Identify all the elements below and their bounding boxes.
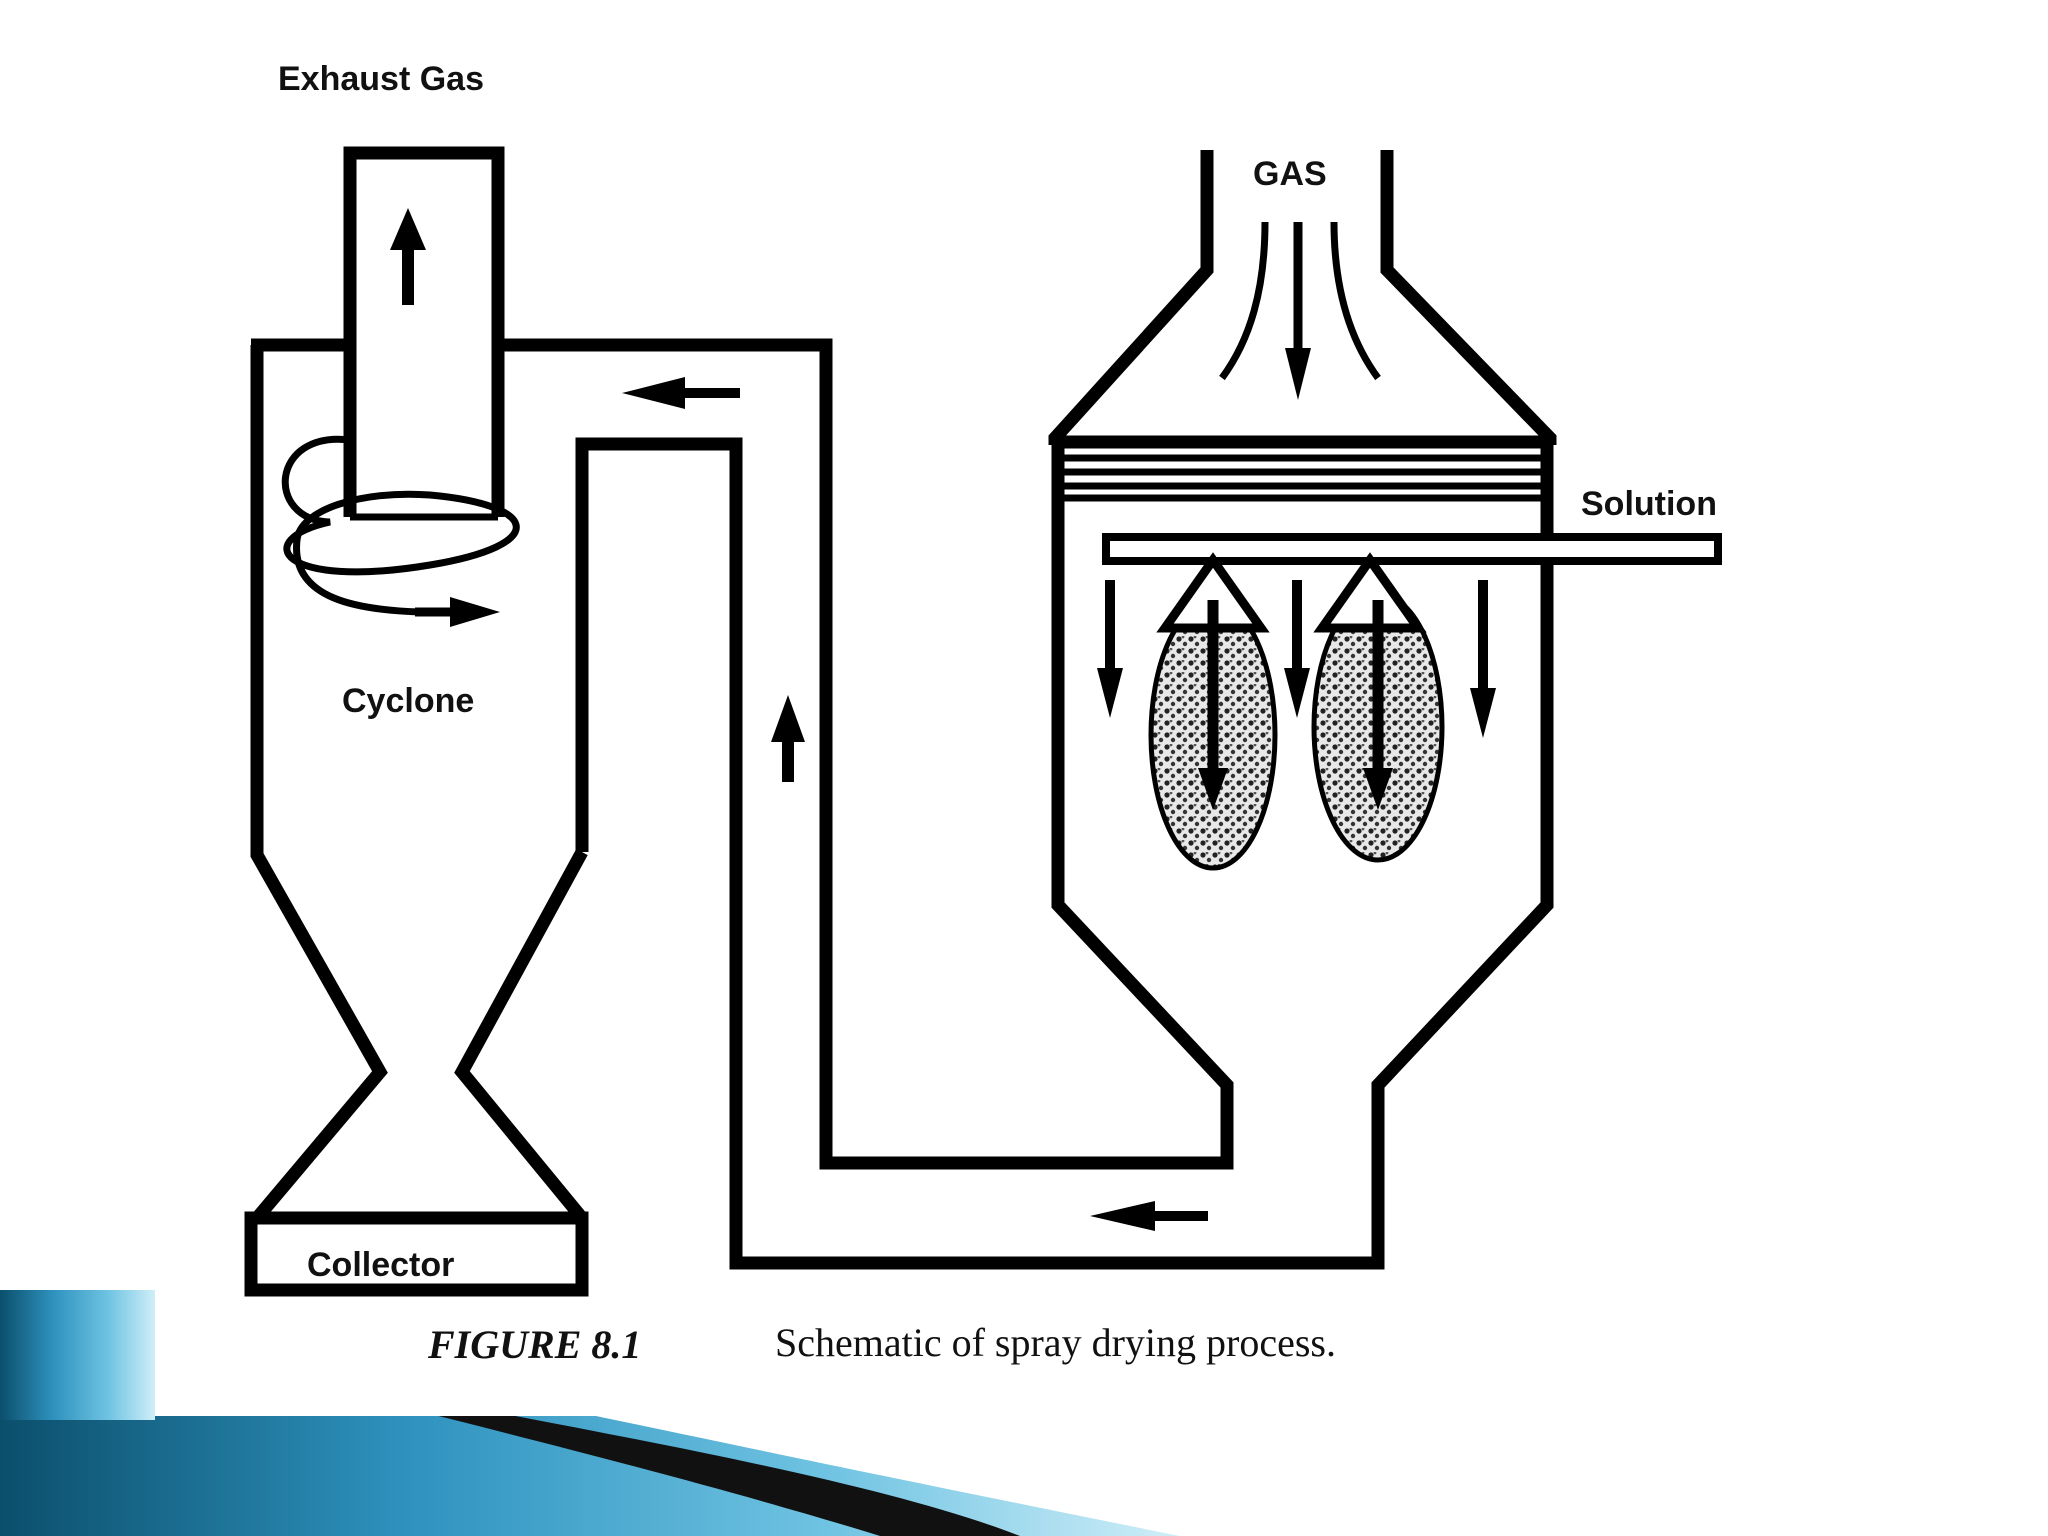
arrow-icon [1285, 222, 1311, 400]
figure-number: FIGURE 8.1 [427, 1322, 641, 1367]
figure-caption: Schematic of spray drying process. [775, 1320, 1336, 1365]
gas-flow-line-left [1219, 221, 1269, 381]
spray-dryer-vessel [1048, 150, 1722, 565]
arrow-icon [1470, 580, 1496, 738]
solution-pipe [1102, 533, 1722, 565]
arrow-icon [771, 695, 805, 782]
gas-flow-line-right [1330, 221, 1381, 381]
collector-label: Collector [307, 1246, 454, 1284]
exhaust-gas-label: Exhaust Gas [278, 60, 484, 98]
figure-panel [155, 0, 2048, 1416]
arrow-icon [622, 377, 740, 409]
solution-label: Solution [1581, 485, 1717, 523]
arrow-icon [415, 597, 500, 627]
arrow-icon [1097, 580, 1123, 718]
arrow-icon [1284, 580, 1310, 718]
spray-cone-icon [1156, 552, 1270, 810]
cyclone-label: Cyclone [342, 682, 474, 720]
cyclone-vessel [244, 146, 1554, 1297]
arrow-icon [390, 208, 426, 305]
spray-cone-icon [1313, 552, 1427, 810]
arrow-icon [1090, 1201, 1208, 1231]
gas-label: GAS [1253, 155, 1327, 193]
